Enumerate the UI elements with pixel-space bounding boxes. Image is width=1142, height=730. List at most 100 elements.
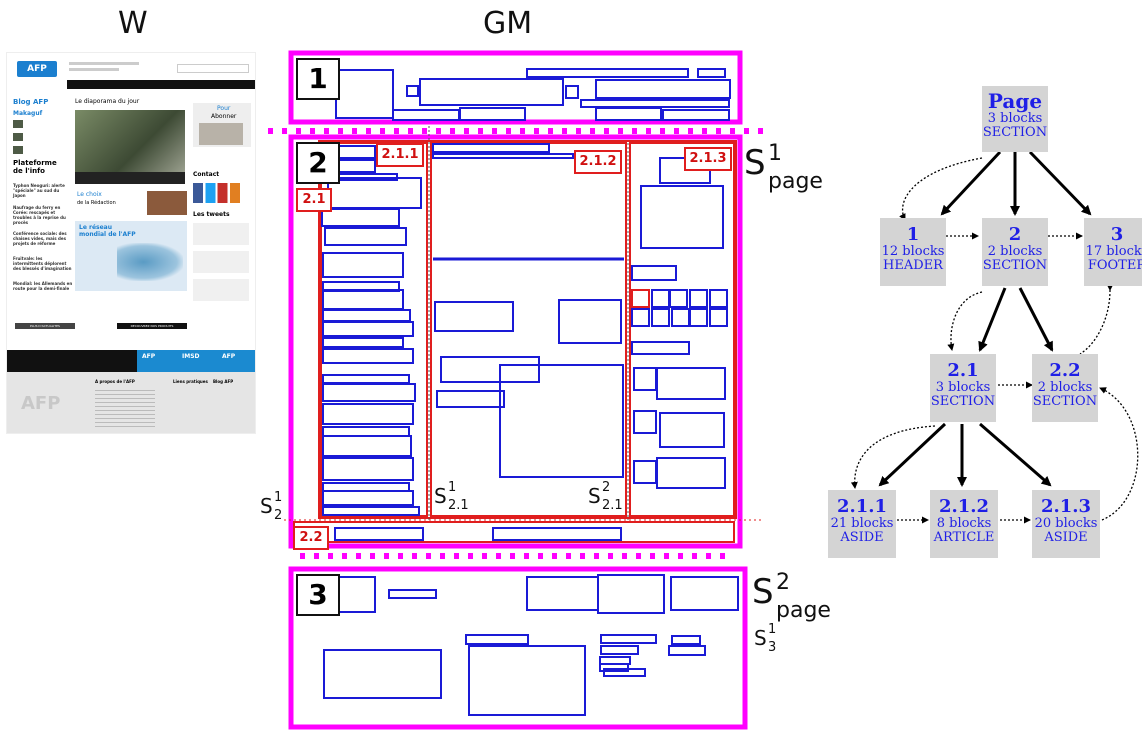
subblock	[466, 635, 528, 644]
subblock	[323, 349, 413, 363]
subblock	[641, 186, 723, 248]
subblock	[672, 309, 689, 326]
subblock	[420, 79, 563, 105]
order-edge	[855, 426, 935, 488]
block-3-frame	[291, 569, 745, 727]
subblock	[337, 160, 375, 172]
subblock	[433, 154, 573, 158]
separator-label-page-1: S1page	[744, 143, 766, 183]
block-2-1-2-label: 2.1.2	[574, 150, 622, 174]
subblock	[598, 575, 664, 613]
subblock	[596, 80, 730, 98]
subblock	[657, 368, 725, 399]
subblock	[698, 69, 725, 77]
subblock	[527, 69, 688, 77]
tree-node-2: 2 2 blocks SECTION	[982, 218, 1048, 286]
subblock	[634, 411, 656, 433]
subblock	[596, 108, 661, 120]
subblock	[433, 144, 549, 152]
tree-node-2-2: 2.2 2 blocks SECTION	[1032, 354, 1098, 422]
subblock	[323, 384, 415, 401]
subblock	[323, 310, 410, 321]
subblock	[566, 86, 578, 98]
subblock	[323, 290, 403, 309]
subblock	[323, 483, 409, 491]
subblock	[322, 209, 399, 226]
subblock	[323, 427, 409, 436]
subblock	[323, 491, 413, 505]
block-2-1-1-label: 2.1.1	[376, 143, 424, 167]
tree-node-2-1-2: 2.1.2 8 blocks ARTICLE	[930, 490, 998, 558]
subblock	[323, 322, 413, 336]
tree-node-2-1-3: 2.1.3 20 blocks ASIDE	[1032, 490, 1100, 558]
subblock	[634, 461, 656, 483]
subblock	[632, 309, 649, 326]
subblock	[393, 110, 459, 120]
edge	[980, 424, 1050, 485]
subblock	[407, 86, 418, 96]
tree-order-edges	[855, 158, 1138, 520]
subblock	[601, 646, 638, 654]
tree-node-1: 1 12 blocks HEADER	[880, 218, 946, 286]
tree-node-page: Page 3 blocks SECTION	[982, 86, 1048, 152]
block-1-frame	[291, 53, 740, 122]
subblock	[600, 657, 630, 664]
subblock	[652, 309, 669, 326]
edge	[1030, 152, 1090, 214]
separator-label-page-2: S2page	[752, 572, 774, 612]
subblock	[325, 228, 406, 245]
edge	[942, 152, 1000, 214]
block-2-1-1-subblocks	[322, 146, 421, 515]
order-edge	[1080, 290, 1110, 354]
order-edge	[1100, 388, 1138, 520]
tree-edges	[880, 152, 1090, 485]
subblock	[493, 528, 621, 540]
block-2-1-3-label: 2.1.3	[684, 147, 732, 171]
subblock	[710, 309, 727, 326]
block-1-label: 1	[296, 58, 340, 100]
subblock	[660, 413, 724, 447]
subblock	[324, 650, 441, 698]
subblock	[336, 577, 375, 612]
subblock	[671, 577, 738, 610]
subblock	[634, 368, 656, 390]
block-2-2-subblocks	[335, 528, 621, 540]
subblock	[335, 528, 423, 540]
block-2-1-frame	[319, 141, 736, 518]
order-edge	[903, 158, 982, 220]
subblock	[690, 290, 707, 307]
separator-label-3: S13	[754, 626, 767, 650]
subblock	[657, 458, 725, 488]
block-2-2-label: 2.2	[293, 526, 329, 550]
subblock	[337, 146, 375, 158]
block-2-1-3-subblocks	[632, 158, 727, 488]
separator-label-21-1: S12.1	[434, 484, 447, 508]
tree-node-3: 3 17 blocks FOOTER	[1084, 218, 1142, 286]
subblock	[632, 342, 689, 354]
block-3-label: 3	[296, 574, 340, 616]
block-2-1-2-subblocks	[433, 144, 624, 477]
subblock	[441, 357, 539, 382]
block-2-label: 2	[296, 142, 340, 184]
subblock	[435, 302, 513, 331]
order-edge	[951, 292, 982, 350]
subblock	[652, 290, 669, 307]
subblock	[460, 108, 525, 120]
subblock	[710, 290, 727, 307]
subblock	[670, 290, 687, 307]
subblock	[323, 253, 403, 277]
edge	[880, 424, 945, 485]
subblock	[323, 338, 403, 347]
edge	[980, 288, 1005, 350]
subblock	[672, 636, 700, 644]
subblock	[663, 110, 729, 120]
subblock	[323, 404, 413, 424]
subblock	[632, 266, 676, 280]
subblock	[469, 646, 585, 715]
block-2-1-2-frame	[431, 143, 626, 516]
subblock	[527, 577, 598, 610]
subblock	[323, 458, 413, 480]
